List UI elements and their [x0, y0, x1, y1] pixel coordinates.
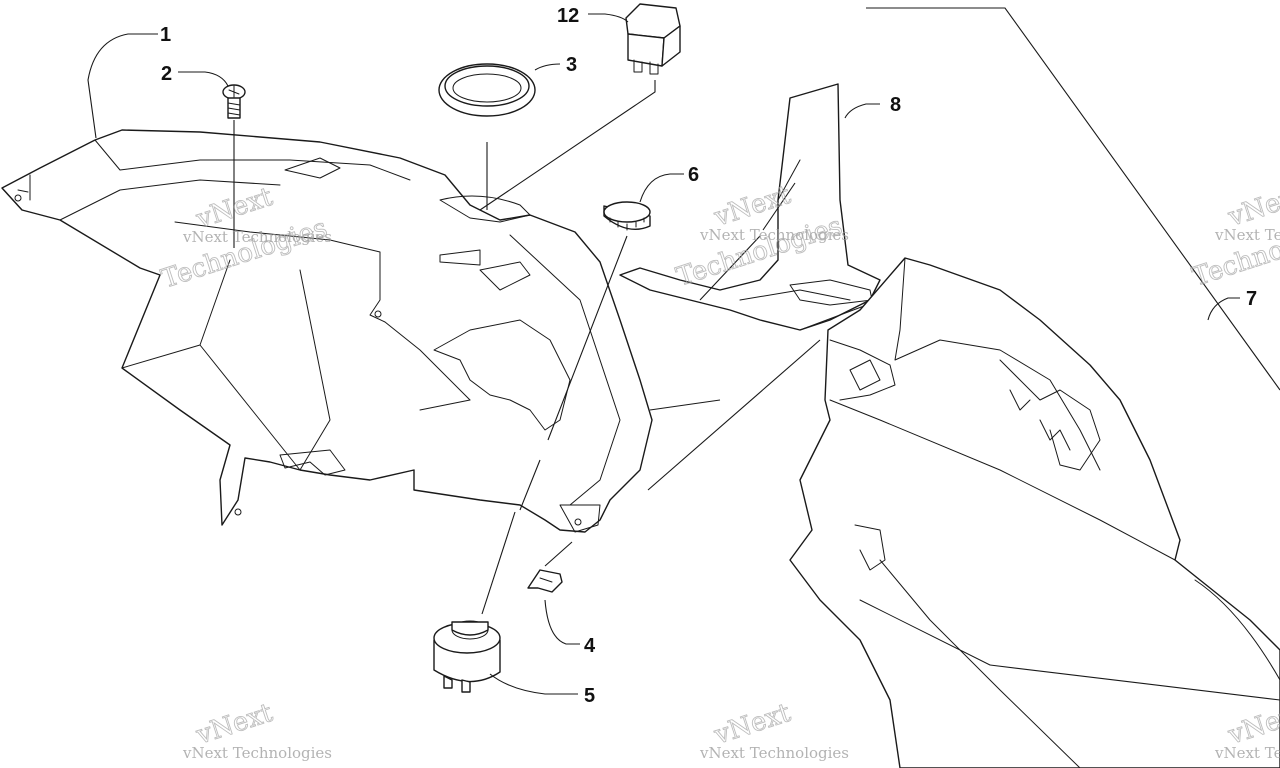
watermark-text: vNext — [710, 698, 795, 751]
callout-labels: 1 2 3 4 5 6 7 8 12 — [160, 5, 1257, 707]
watermark-text: vNext Technologies — [182, 744, 332, 762]
part-7-fairing — [789, 257, 1280, 768]
leader-misc-2 — [649, 399, 721, 411]
callout-8: 8 — [890, 94, 901, 116]
leader-8-axis — [699, 182, 796, 301]
part-3-ring-nut — [438, 63, 536, 117]
watermark-text: vNext — [192, 698, 277, 751]
leader-8 — [844, 103, 880, 119]
leader-4 — [544, 599, 580, 645]
leader-1 — [87, 33, 158, 139]
part-2-screw — [222, 84, 246, 119]
part-5-switch — [433, 620, 501, 693]
part-6-bezel — [603, 201, 651, 231]
part-4-clip — [527, 569, 563, 593]
leader-7-top — [866, 7, 1280, 391]
callout-6: 6 — [688, 164, 699, 186]
leader-3 — [534, 63, 561, 71]
leader-5 — [489, 673, 578, 695]
leader-4-axis — [544, 541, 573, 567]
watermark-text: vNext Technologies — [699, 744, 849, 762]
callout-7: 7 — [1246, 288, 1257, 310]
leader-lines — [87, 7, 1280, 701]
part-8-side-panel — [619, 83, 881, 331]
callout-12: 12 — [557, 5, 579, 27]
leader-7 — [1207, 297, 1240, 321]
leader-5-axis — [481, 511, 516, 615]
callout-4: 4 — [584, 635, 596, 657]
watermark-text: vNext Technologies — [182, 228, 332, 246]
leader-6 — [639, 173, 684, 203]
leader-12 — [588, 13, 629, 23]
callout-5: 5 — [584, 685, 595, 707]
part-12-rocker-switch — [625, 3, 681, 75]
leader-6-axis — [519, 235, 628, 511]
callout-2: 2 — [161, 63, 172, 85]
leader-2 — [178, 71, 229, 87]
leader-12-axis — [479, 80, 656, 211]
callout-3: 3 — [566, 54, 577, 76]
watermark-text: vNext Technologies — [699, 226, 849, 244]
watermark-bottom-left: vNext Technologies vNext — [182, 697, 332, 762]
part-1-console-shroud — [1, 129, 653, 533]
watermark-top-right: vNext Technologies vNext Technologies — [1188, 179, 1280, 293]
watermark-text: vNext Technologies — [1214, 744, 1280, 762]
callout-1: 1 — [160, 24, 171, 46]
leader-misc — [647, 339, 821, 491]
watermark-text: vNext Technologies — [1214, 226, 1280, 244]
watermark-text: vNext — [1224, 180, 1280, 233]
leader-7-bottom — [989, 664, 1280, 701]
watermark-bottom-center: vNext Technologies vNext — [699, 697, 849, 762]
